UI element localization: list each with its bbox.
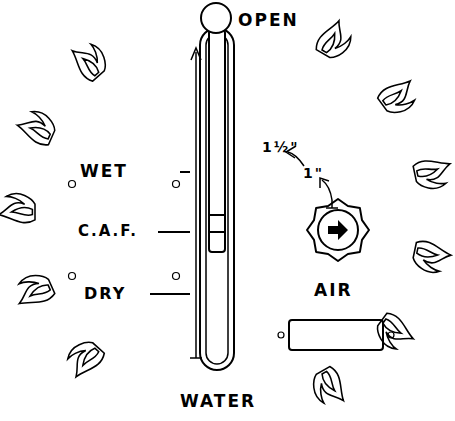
lever-knob	[201, 3, 231, 33]
position-label: C.A.F.	[78, 224, 138, 239]
travel-arrow	[195, 52, 197, 358]
screw-hole	[173, 181, 180, 188]
arrow-stop	[190, 357, 202, 359]
arrow-head	[191, 48, 201, 60]
screw-hole	[173, 273, 180, 280]
lever-band	[209, 214, 225, 216]
position-label: OPEN	[238, 12, 299, 29]
flame	[376, 74, 423, 119]
lever-band	[209, 231, 225, 233]
name-plate	[289, 320, 383, 350]
size-label: 1½"	[262, 140, 300, 154]
screw-hole	[69, 273, 76, 280]
position-mark	[150, 293, 190, 295]
air-knob-center	[318, 210, 358, 250]
flame	[413, 156, 455, 192]
lever-slot	[200, 28, 234, 370]
flame	[60, 336, 106, 382]
size-label: 1"	[303, 166, 324, 180]
position-label: DRY	[84, 286, 126, 302]
air-knob	[307, 199, 369, 261]
position-mark	[158, 231, 190, 233]
flame	[307, 365, 350, 411]
control-label: AIR	[314, 282, 353, 299]
position-mark	[180, 171, 190, 173]
arrow-stop	[326, 207, 338, 209]
lever-handle	[209, 30, 225, 252]
knob-rim	[307, 199, 369, 261]
flame	[314, 17, 357, 63]
screw-hole	[278, 332, 284, 338]
position-label: WET	[80, 163, 128, 180]
screw-hole	[69, 181, 76, 188]
source-label: WATER	[180, 393, 256, 410]
direction-arrow	[328, 220, 348, 240]
flame	[14, 106, 59, 147]
flame	[66, 37, 112, 83]
screw-hole	[388, 332, 394, 338]
pointer-arrow	[322, 180, 332, 208]
flame-border	[0, 17, 454, 411]
flame	[0, 194, 35, 223]
flame	[11, 270, 56, 311]
flame	[411, 240, 453, 276]
